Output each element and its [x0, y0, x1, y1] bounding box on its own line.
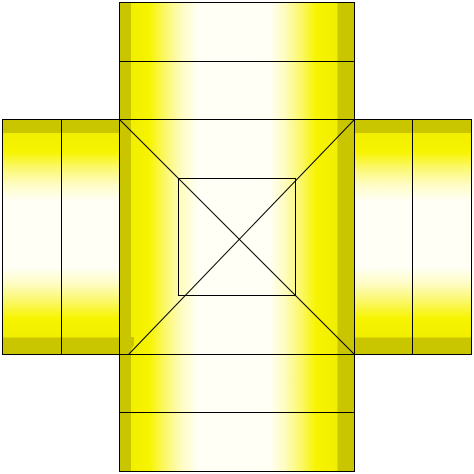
hub-inner-square — [178, 178, 296, 296]
hub-diagonal-anti — [128, 119, 355, 355]
hub-diagonal-main — [119, 119, 355, 355]
hub-outline — [119, 119, 355, 355]
hub-corner-shade — [119, 337, 134, 354]
